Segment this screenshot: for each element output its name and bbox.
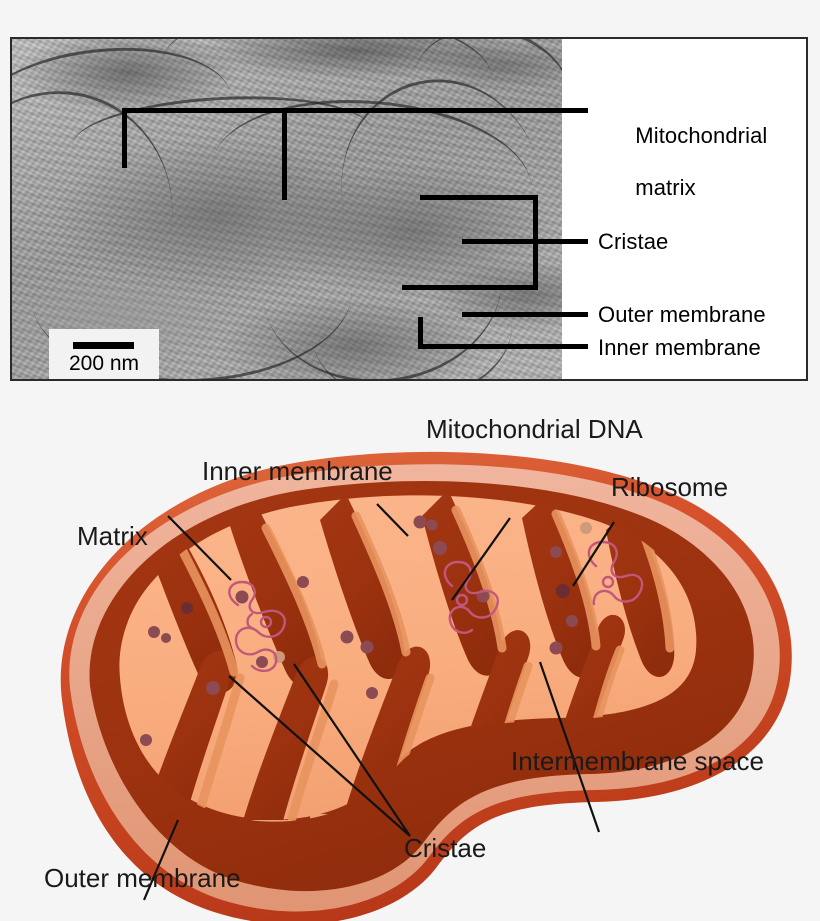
diagram-label-mitochondrial-dna: Mitochondrial DNA [426, 414, 643, 444]
leader-inner-membrane-horizontal [418, 344, 588, 349]
em-label-cristae: Cristae [598, 229, 669, 254]
leader-matrix [167, 515, 232, 581]
leader-intermembrane-space [538, 661, 601, 833]
mitochondrion-diagram: Mitochondrial DNA Inner membrane Ribosom… [0, 400, 820, 921]
leader-ribosome [572, 521, 615, 587]
diagram-label-outer-membrane: Outer membrane [44, 863, 241, 893]
leader-outer-membrane [142, 819, 180, 901]
diagram-label-matrix: Matrix [77, 521, 148, 551]
em-label-inner-membrane: Inner membrane [598, 335, 761, 360]
leader-outer-membrane [462, 312, 588, 317]
electron-micrograph-image [12, 39, 562, 379]
scale-bar: 200 nm [49, 329, 159, 379]
leader-cristae-bottom [402, 285, 538, 290]
leader-mitochondrial-dna [451, 517, 511, 601]
leader-inner-membrane-vertical [418, 317, 423, 347]
diagram-label-cristae: Cristae [404, 833, 487, 863]
em-label-mitochondrial-matrix: Mitochondrial matrix [598, 97, 767, 227]
mitochondrion-illustration [60, 451, 792, 921]
electron-micrograph-panel: Mitochondrial matrix Cristae Outer membr… [10, 37, 808, 381]
diagram-label-inner-membrane: Inner membrane [202, 456, 393, 486]
mitochondrial-dna-strands [228, 540, 644, 673]
em-label-matrix-line1: Mitochondrial [635, 123, 768, 148]
em-label-outer-membrane: Outer membrane [598, 302, 766, 327]
diagram-label-ribosome: Ribosome [611, 472, 729, 502]
matrix-region [119, 493, 697, 822]
diagram-leader-lines [142, 503, 615, 901]
scale-bar-label: 200 nm [68, 351, 140, 375]
leader-matrix-tick-right [282, 108, 287, 200]
diagram-label-intermembrane-space: Intermembrane space [511, 746, 764, 776]
ribosome-dots [140, 515, 592, 746]
micrograph-texture [12, 39, 562, 379]
scale-bar-line [72, 341, 134, 349]
leader-matrix-horizontal [122, 108, 588, 113]
em-label-matrix-line2: matrix [635, 175, 696, 200]
leader-cristae-stem [462, 239, 588, 244]
leader-cristae-2 [293, 663, 411, 837]
leader-matrix-tick-left [122, 108, 127, 168]
leader-inner-membrane [376, 503, 409, 537]
leader-cristae-top [420, 195, 538, 200]
leader-cristae-1 [228, 675, 411, 837]
